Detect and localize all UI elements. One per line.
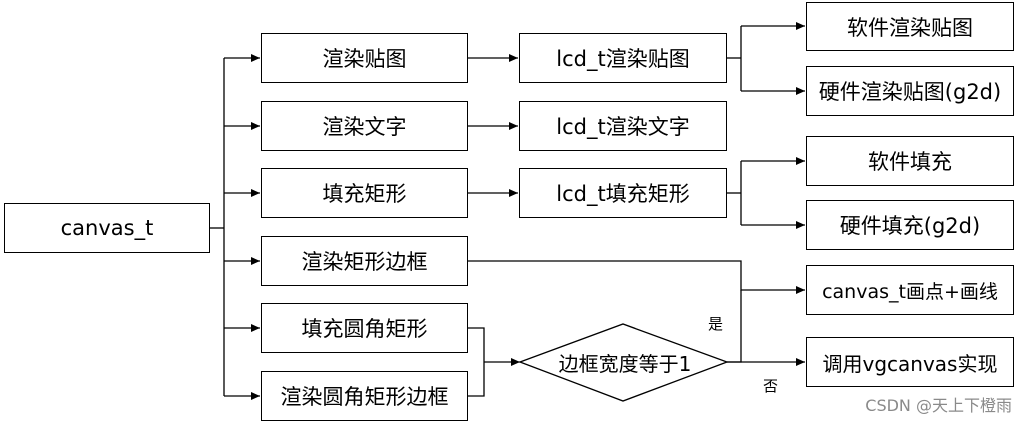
node-sw-fill: 软件填充 xyxy=(806,136,1014,186)
rounded-rect-merge xyxy=(468,327,485,397)
node-hw-render-bitmap: 硬件渲染贴图(g2d) xyxy=(806,66,1014,116)
decision-diamond xyxy=(518,323,729,402)
node-sw-render-bitmap: 软件渲染贴图 xyxy=(806,2,1014,51)
node-lcd-fill-rect: lcd_t填充矩形 xyxy=(519,168,727,218)
decision-yes-line xyxy=(727,290,742,363)
node-hw-fill: 硬件填充(g2d) xyxy=(806,200,1014,250)
node-render-text: 渲染文字 xyxy=(261,101,468,151)
node-canvas-t: canvas_t xyxy=(4,203,210,253)
node-render-bitmap: 渲染贴图 xyxy=(261,33,468,83)
decision-label: 边框宽度等于1 xyxy=(558,352,692,376)
yes-label: 是 xyxy=(708,315,724,333)
node-stroke-rect: 渲染矩形边框 xyxy=(261,236,468,286)
node-canvas-points-lines: canvas_t画点+画线 xyxy=(806,265,1014,315)
node-lcd-render-text: lcd_t渲染文字 xyxy=(519,101,727,151)
node-lcd-render-bitmap: lcd_t渲染贴图 xyxy=(519,33,727,83)
no-label: 否 xyxy=(763,377,779,395)
node-fill-rounded-rect: 填充圆角矩形 xyxy=(261,303,468,353)
node-vgcanvas: 调用vgcanvas实现 xyxy=(806,337,1014,387)
node-fill-rect: 填充矩形 xyxy=(261,168,468,218)
arrow-stroke-rect-to-canvas-points xyxy=(468,260,805,294)
watermark: CSDN @天上下橙雨 xyxy=(865,396,1012,415)
node-stroke-rounded-rect: 渲染圆角矩形边框 xyxy=(261,371,468,421)
